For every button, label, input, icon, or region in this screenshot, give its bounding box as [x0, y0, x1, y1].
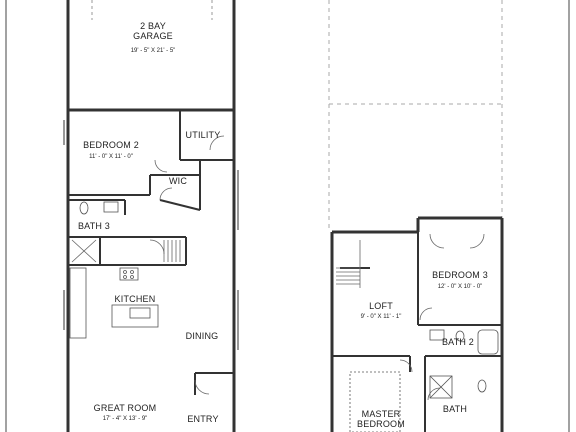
first-floor-fixtures — [69, 201, 159, 339]
utility-title: UTILITY — [185, 130, 221, 140]
bath2-sink — [429, 329, 445, 341]
kitchen-island — [111, 304, 159, 328]
kitchen-sink — [129, 307, 151, 319]
master-toilet — [477, 379, 487, 393]
master-shower — [429, 375, 453, 399]
garage-title: 2 BAY GARAGE — [133, 21, 173, 42]
second-floor-interior — [332, 232, 502, 432]
bedroom2-dims: 11' - 0" X 11' - 0" — [89, 154, 133, 160]
loft-title: LOFT — [369, 301, 393, 311]
bath2-title: BATH 2 — [441, 337, 475, 347]
second-floor-stairs — [336, 240, 361, 288]
entry-title: ENTRY — [187, 414, 219, 424]
master-title-line2: BEDROOM — [357, 419, 405, 430]
first-floor-stairs — [71, 239, 181, 263]
wic-title: WIC — [168, 176, 188, 186]
bath3-toilet — [79, 201, 89, 215]
dining-title: DINING — [185, 331, 219, 341]
bath3-title: BATH 3 — [77, 221, 111, 231]
master-title-line1: MASTER — [361, 409, 401, 419]
great-room-dims: 17' - 4" X 13' - 9" — [102, 416, 148, 422]
master-closet — [349, 371, 401, 432]
bath3-sink — [103, 201, 119, 213]
kitchen-counter — [69, 267, 87, 339]
kitchen-title: KITCHEN — [114, 294, 156, 304]
second-floor-outline — [328, 0, 503, 232]
bath2-toilet — [455, 330, 465, 342]
bedroom3-dims: 12' - 0" X 10' - 0" — [437, 284, 483, 290]
garage-title-line1: 2 BAY — [140, 21, 166, 31]
kitchen-range — [119, 267, 139, 281]
second-floor-fixtures — [349, 329, 499, 432]
loft-dims: 9' - 0" X 11' - 1" — [360, 314, 402, 320]
first-floor-interior — [68, 110, 234, 395]
garage-dims: 19' - 5" X 21' - 5" — [130, 48, 176, 54]
first-floor-windows — [63, 120, 239, 350]
garage-door — [91, 0, 213, 20]
first-floor — [66, 0, 236, 432]
bedroom3-title: BEDROOM 3 — [432, 270, 488, 280]
master-title: MASTER BEDROOM — [357, 409, 405, 430]
garage-title-line2: GARAGE — [133, 31, 173, 42]
bedroom2-title: BEDROOM 2 — [83, 140, 139, 150]
bath2-tub — [477, 329, 499, 355]
bath-title: BATH — [442, 404, 468, 414]
second-floor-doors — [399, 233, 485, 401]
great-room-title: GREAT ROOM — [93, 403, 157, 413]
